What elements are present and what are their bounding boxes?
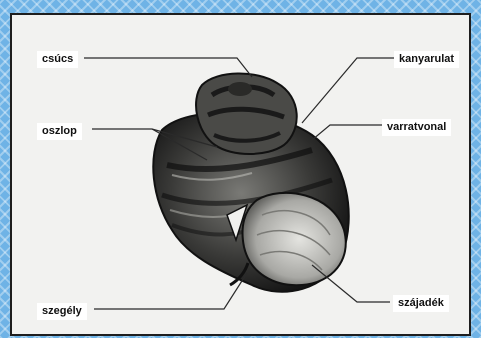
label-aperture: szájadék (393, 295, 449, 312)
label-columella: oszlop (37, 123, 82, 140)
label-margin: szegély (37, 303, 87, 320)
label-suture: varratvonal (382, 119, 451, 136)
label-apex: csúcs (37, 51, 78, 68)
diagram-panel: csúcs oszlop szegély kanyarulat varratvo… (10, 13, 471, 336)
label-whorl: kanyarulat (394, 51, 459, 68)
